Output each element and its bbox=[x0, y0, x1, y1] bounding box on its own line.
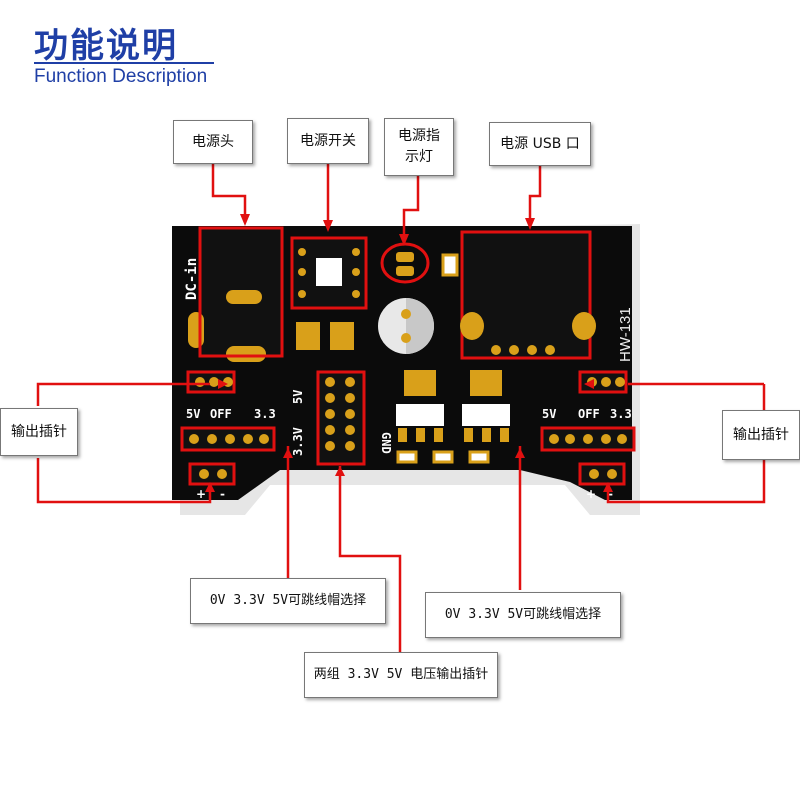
callout-output-pins-left: 输出插针 bbox=[0, 408, 78, 456]
callout-power-switch: 电源开关 bbox=[287, 118, 369, 164]
right-label-5v: 5V bbox=[542, 407, 556, 421]
right-minus-label: - bbox=[608, 487, 613, 501]
power-led-highlight bbox=[380, 242, 430, 284]
right-bottom-pins-highlight bbox=[578, 462, 626, 486]
dc-jack-highlight bbox=[198, 226, 284, 358]
callout-power-led: 电源指示灯 bbox=[384, 118, 454, 176]
left-bottom-pins-highlight bbox=[188, 462, 236, 486]
center-label-5v: 5V bbox=[291, 390, 305, 404]
dual-output-highlight bbox=[316, 370, 366, 466]
page-title: 功能说明 bbox=[34, 26, 178, 66]
left-minus-label: - bbox=[220, 487, 225, 501]
model-label: HW-131 bbox=[617, 307, 634, 362]
power-switch-highlight bbox=[290, 236, 368, 310]
right-plus-label: + bbox=[586, 487, 596, 501]
right-label-off: OFF bbox=[578, 407, 600, 421]
right-label-3v3: 3.3 bbox=[610, 407, 632, 421]
callout-dc-jack: 电源头 bbox=[173, 120, 253, 164]
callout-jumper-left: 0V 3.3V 5V可跳线帽选择 bbox=[190, 578, 386, 624]
callout-jumper-right: 0V 3.3V 5V可跳线帽选择 bbox=[425, 592, 621, 638]
dc-in-label: DC-in bbox=[184, 258, 200, 300]
callout-output-pins-right: 输出插针 bbox=[722, 410, 800, 460]
left-label-off: OFF bbox=[210, 407, 232, 421]
center-label-gnd: GND bbox=[379, 432, 393, 454]
left-plus-label: + bbox=[196, 487, 206, 501]
center-label-3v3: 3.3V bbox=[291, 427, 305, 456]
left-label-3v3: 3.3 bbox=[254, 407, 276, 421]
left-label-5v: 5V bbox=[186, 407, 200, 421]
callout-dual-output: 两组 3.3V 5V 电压输出插针 bbox=[304, 652, 498, 698]
page-subtitle: Function Description bbox=[34, 66, 208, 87]
title-divider bbox=[34, 62, 214, 64]
leader-lines bbox=[36, 164, 766, 652]
callout-usb-port: 电源 USB 口 bbox=[489, 122, 591, 166]
usb-port-highlight bbox=[460, 230, 592, 360]
